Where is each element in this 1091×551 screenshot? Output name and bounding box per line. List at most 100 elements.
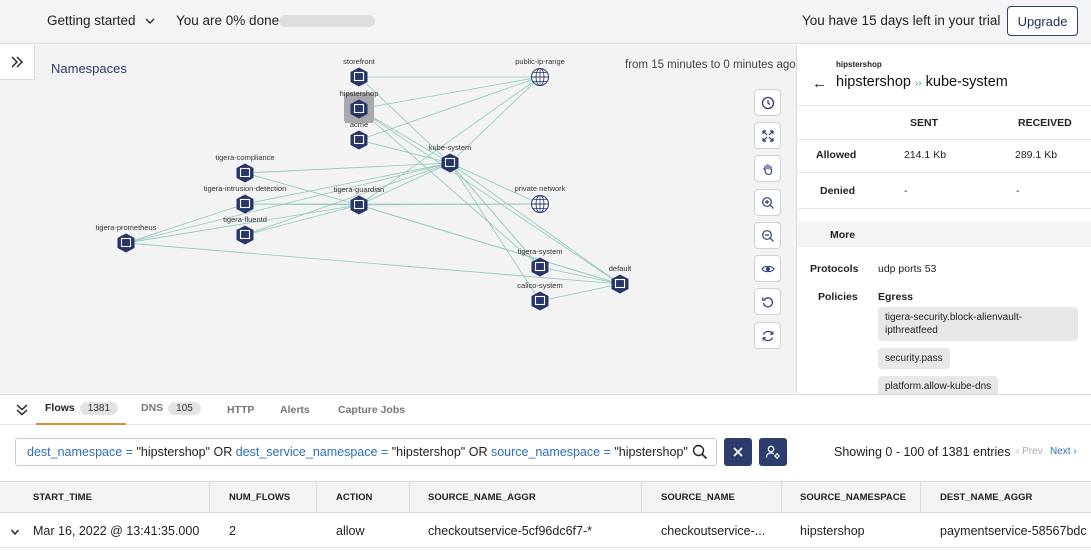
back-arrow-icon[interactable]: ← xyxy=(812,75,827,92)
expand-sidebar-button[interactable] xyxy=(0,45,35,80)
graph-node-label: tigera-system xyxy=(517,247,562,256)
zoom-out-icon xyxy=(761,229,774,242)
graph-edge xyxy=(539,266,621,285)
progress-bar xyxy=(279,15,375,27)
tab-alerts[interactable]: Alerts xyxy=(280,404,310,416)
clear-filter-button[interactable] xyxy=(724,438,752,466)
table-row[interactable]: Mar 16, 2022 @ 13:41:35.000 2 allow chec… xyxy=(0,514,1091,548)
graph-node-calico-system[interactable]: calico-system xyxy=(517,281,563,311)
graph-node-label: kube-system xyxy=(429,143,472,152)
user-settings-icon xyxy=(765,445,780,459)
prev-page-button[interactable]: ‹ Prev xyxy=(1016,446,1043,457)
graph-node-acme[interactable]: acme xyxy=(350,120,368,150)
graph-node-tigera-compliance[interactable]: tigera-compliance xyxy=(215,153,275,183)
graph-edge xyxy=(125,162,451,244)
undo-button[interactable] xyxy=(754,288,781,315)
protocols-label: Protocols xyxy=(810,263,859,275)
filter-query-input[interactable]: dest_namespace = "hipstershop" OR dest_s… xyxy=(15,438,717,466)
tab-http[interactable]: HTTP xyxy=(227,404,255,416)
zoom-in-button[interactable] xyxy=(754,189,781,216)
namespaces-title: Namespaces xyxy=(51,61,127,76)
graph-edge xyxy=(125,242,621,285)
time-tool-button[interactable] xyxy=(754,89,781,116)
filter-user-button[interactable] xyxy=(759,438,787,466)
policy-tag[interactable]: security.pass xyxy=(878,348,950,369)
col-source-name[interactable]: SOURCE_NAME xyxy=(661,492,735,503)
col-action[interactable]: ACTION xyxy=(336,492,373,503)
graph-node-tigera-system[interactable]: tigera-system xyxy=(517,247,563,277)
allowed-sent: 214.1 Kb xyxy=(904,149,947,161)
search-icon[interactable] xyxy=(692,444,708,460)
eye-icon xyxy=(760,265,775,272)
graph-node-tigera-prometheus[interactable]: tigera-prometheus xyxy=(96,223,157,253)
pagination-summary: Showing 0 - 100 of 1381 entries xyxy=(834,445,1011,459)
flow-arrow-icon: ›› xyxy=(914,78,922,89)
graph-edge xyxy=(125,203,246,244)
namespace-icon xyxy=(349,67,369,87)
query-value: "hipstershop" xyxy=(136,445,210,459)
fit-screen-button[interactable] xyxy=(754,122,781,149)
graph-node-private-network[interactable]: private network xyxy=(515,184,566,213)
policies-label: Policies xyxy=(818,291,858,303)
col-start-time[interactable]: START_TIME xyxy=(33,492,92,503)
query-or: OR xyxy=(468,445,488,459)
graph-node-label: storefront xyxy=(343,57,376,66)
graph-edge xyxy=(358,204,621,285)
graph-edge xyxy=(539,283,621,302)
visibility-button[interactable] xyxy=(754,255,781,282)
graph-node-storefront[interactable]: storefront xyxy=(343,57,376,87)
graph-node-label: tigera-intrusion-detection xyxy=(204,184,287,193)
policy-tag[interactable]: tigera-security.block-alienvault-ipthrea… xyxy=(878,307,1078,341)
graph-node-tigera-guardian[interactable]: tigera-guardian xyxy=(334,185,384,215)
chevron-down-icon xyxy=(145,17,155,24)
graph-edge xyxy=(244,162,451,205)
flow-source: hipstershop xyxy=(836,74,911,90)
upgrade-button[interactable]: Upgrade xyxy=(1007,6,1078,36)
col-source-namespace[interactable]: SOURCE_NAMESPACE xyxy=(800,492,906,503)
dns-count-badge: 105 xyxy=(168,402,201,415)
clock-icon xyxy=(761,96,774,109)
graph-node-tigera-fluentd[interactable]: tigera-fluentd xyxy=(223,215,267,245)
column-divider xyxy=(409,482,410,513)
graph-node-label: tigera-compliance xyxy=(215,153,274,162)
zoom-out-button[interactable] xyxy=(754,222,781,249)
namespace-icon xyxy=(235,194,255,214)
refresh-button[interactable] xyxy=(754,322,781,349)
column-divider xyxy=(209,482,210,513)
double-chevron-right-icon xyxy=(11,56,23,68)
namespace-icon xyxy=(349,195,369,215)
getting-started-dropdown[interactable]: Getting started xyxy=(47,13,156,28)
chevron-down-icon[interactable] xyxy=(10,527,20,537)
graph-node-tigera-intrusion-detection[interactable]: tigera-intrusion-detection xyxy=(204,184,287,214)
graph-node-public-ip-range[interactable]: public-ip-range xyxy=(515,57,565,86)
globe-icon xyxy=(531,68,549,86)
pan-tool-button[interactable] xyxy=(754,155,781,182)
namespace-graph-canvas[interactable] xyxy=(0,45,797,393)
cell-action: allow xyxy=(336,524,365,538)
namespace-icon xyxy=(530,291,550,311)
tab-capture-jobs[interactable]: Capture Jobs xyxy=(338,404,406,416)
namespace-icon xyxy=(116,233,136,253)
collapse-panel-icon[interactable] xyxy=(15,403,29,417)
close-icon xyxy=(733,447,743,457)
next-page-button[interactable]: Next › xyxy=(1050,446,1077,457)
graph-node-hipstershop[interactable]: hipstershop xyxy=(340,89,379,123)
graph-edge xyxy=(358,108,451,164)
graph-edge xyxy=(358,76,541,206)
divider xyxy=(798,208,1091,209)
policy-tag[interactable]: platform.allow-kube-dns xyxy=(878,376,999,397)
zoom-in-icon xyxy=(761,196,774,209)
col-dest-name-aggr[interactable]: DEST_NAME_AGGR xyxy=(940,492,1033,503)
time-range[interactable]: from 15 minutes to 0 minutes ago xyxy=(625,59,796,71)
graph-node-default[interactable]: default xyxy=(609,264,632,294)
query-operator: = xyxy=(380,445,389,459)
graph-node-label: private network xyxy=(515,184,566,193)
graph-node-kube-system[interactable]: kube-system xyxy=(429,143,472,173)
graph-edge xyxy=(125,204,360,244)
col-source-name-aggr[interactable]: SOURCE_NAME_AGGR xyxy=(428,492,536,503)
col-num-flows[interactable]: NUM_FLOWS xyxy=(229,492,291,503)
graph-edges xyxy=(125,76,621,302)
